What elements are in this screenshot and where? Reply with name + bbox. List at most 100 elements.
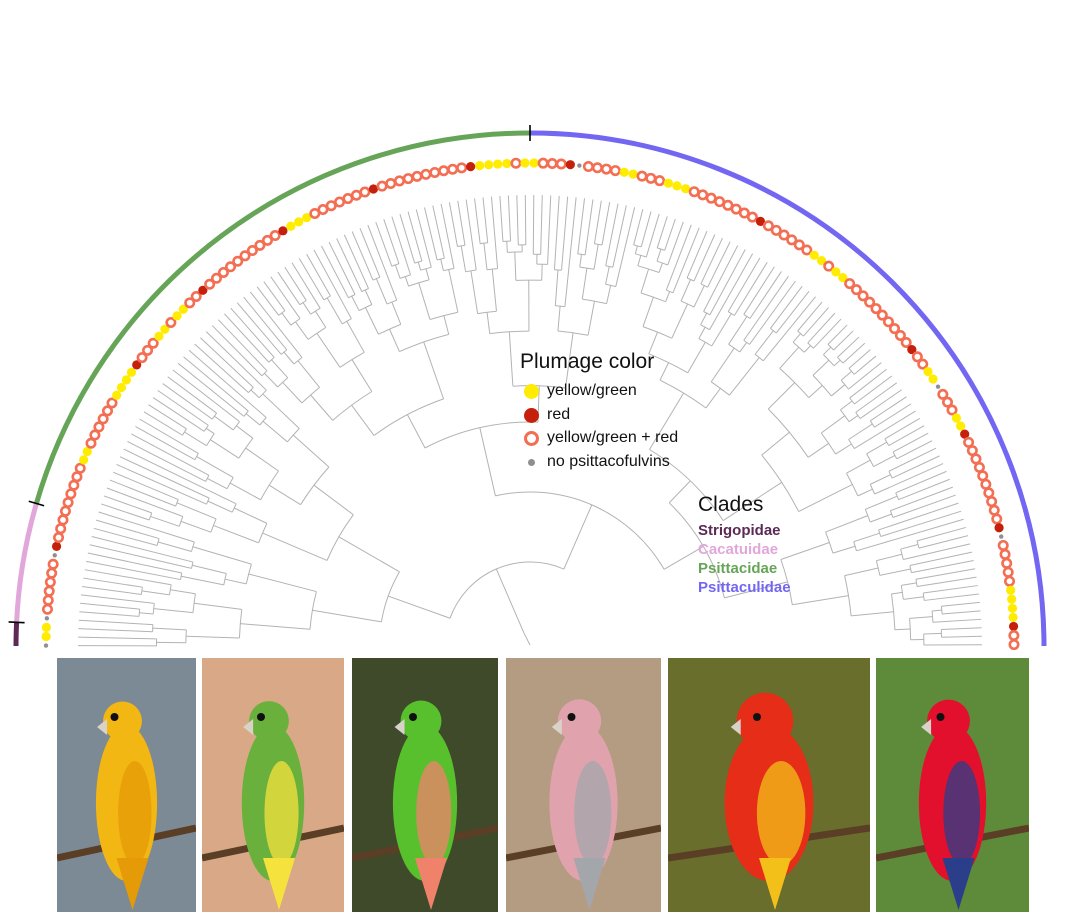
tree-branch	[923, 586, 978, 593]
tree-branch	[744, 340, 750, 344]
tree-branch	[257, 287, 279, 316]
tree-branch	[251, 390, 259, 398]
tree-branch	[96, 520, 159, 538]
tree-branch	[932, 610, 942, 611]
tree-branch	[81, 595, 154, 604]
tip-marker	[928, 374, 937, 383]
tree-branch	[86, 561, 180, 579]
tip-marker	[122, 375, 131, 384]
tree-branch	[941, 602, 979, 606]
tree-branch	[449, 269, 458, 312]
tree-branch	[870, 514, 891, 522]
tree-branch	[706, 388, 720, 408]
tree-branch	[941, 628, 981, 630]
tree-branch	[834, 331, 854, 350]
tree-branch	[924, 633, 942, 634]
tip-marker	[825, 262, 833, 270]
tree-branch	[942, 611, 980, 614]
tree-branch	[711, 348, 734, 382]
tip-marker	[42, 632, 51, 641]
tree-branch	[197, 457, 234, 478]
tree-branch	[924, 594, 979, 600]
tree-branch	[194, 603, 242, 609]
tip-marker	[502, 159, 511, 168]
tree-branch	[315, 311, 325, 327]
tree-branch	[809, 385, 823, 397]
tip-marker	[395, 177, 403, 185]
tree-branch	[750, 271, 782, 318]
tree-branch	[564, 505, 592, 569]
tree-branch	[78, 629, 152, 632]
tip-marker	[422, 170, 430, 178]
tree-branch	[804, 346, 810, 353]
tree-branch	[246, 414, 260, 425]
tip-marker	[956, 421, 965, 430]
tree-branch	[495, 492, 664, 569]
tree-branch	[594, 244, 598, 269]
tree-branch	[352, 296, 359, 311]
tree-branch	[704, 312, 710, 315]
tree-branch	[694, 286, 704, 307]
tree-branch	[365, 308, 378, 335]
tip-marker	[699, 191, 707, 199]
tree-branch	[808, 443, 828, 457]
tree-branch	[681, 280, 690, 302]
tip-marker	[1005, 577, 1013, 585]
tree-branch	[206, 428, 214, 433]
tree-branch	[710, 250, 745, 315]
tree-branch	[317, 333, 340, 367]
tree-branch	[917, 577, 976, 586]
tree-branch	[163, 384, 213, 420]
tree-branch	[776, 291, 809, 333]
tip-marker	[1010, 631, 1018, 639]
tip-marker	[1008, 604, 1017, 613]
bird-head	[103, 702, 142, 741]
tree-branch	[834, 360, 840, 366]
bird-wing	[416, 761, 451, 865]
tree-branch	[225, 579, 246, 584]
tip-marker	[413, 172, 421, 180]
tip-marker	[49, 560, 57, 568]
tip-marker	[361, 188, 369, 196]
tree-branch	[838, 337, 859, 357]
tree-branch	[798, 302, 822, 331]
tree-branch	[826, 516, 868, 532]
tree-branch	[360, 228, 380, 277]
tree-branch	[843, 343, 865, 363]
tree-branch	[910, 617, 933, 619]
legend-label: yellow/green + red	[547, 429, 678, 447]
tree-branch	[666, 292, 670, 302]
tip-marker	[979, 472, 987, 480]
tree-branch	[889, 426, 924, 446]
tip-marker	[64, 498, 72, 506]
tip-marker	[993, 515, 1001, 523]
tip-marker	[440, 167, 448, 175]
tree-branch	[879, 503, 959, 530]
tree-branch	[450, 562, 564, 618]
tree-branch	[854, 356, 876, 374]
tree-branch	[813, 319, 841, 348]
tree-branch	[665, 219, 676, 250]
tree-branch	[368, 225, 397, 300]
tree-branch	[823, 347, 830, 354]
tree-branch	[507, 241, 508, 252]
tree-branch	[392, 217, 411, 275]
tip-marker	[484, 160, 493, 169]
tip-marker	[999, 534, 1003, 538]
tip-marker	[1006, 586, 1015, 595]
tree-branch	[208, 501, 232, 512]
tip-marker	[593, 164, 601, 172]
tree-branch	[471, 271, 478, 314]
tip-marker	[975, 463, 983, 471]
tree-branch	[264, 282, 285, 311]
tree-branch	[419, 283, 430, 320]
tree-branch	[660, 363, 669, 381]
clades-title: Clades	[698, 493, 763, 517]
tree-branch	[79, 612, 139, 617]
tree-branch	[638, 255, 641, 265]
tree-branch	[704, 246, 738, 312]
tree-branch	[99, 512, 195, 542]
tree-branch	[793, 334, 800, 343]
tree-branch	[903, 597, 923, 600]
tree-branch	[870, 397, 906, 421]
